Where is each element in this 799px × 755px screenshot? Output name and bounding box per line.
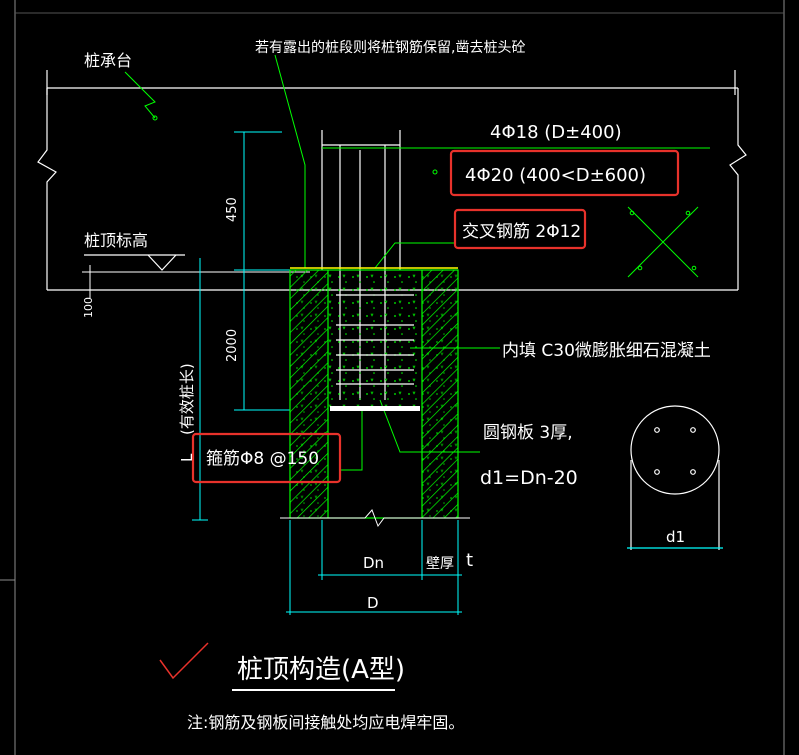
Dn-label: Dn (363, 554, 384, 572)
cap-leader-dot (152, 115, 158, 121)
fill-concrete-label: 内填 C30微膨胀细石混凝土 (502, 341, 711, 361)
vertical-dimensions (192, 131, 290, 521)
highlight-cross-rebar (453, 208, 587, 250)
cross-rebar-label: 交叉钢筋 2Φ12 (462, 222, 581, 242)
d1-formula-label: d1=Dn-20 (480, 467, 578, 489)
L-label: L (178, 453, 196, 462)
check-mark-icon (159, 642, 209, 680)
D-label: D (367, 594, 379, 612)
d1-label: d1 (666, 528, 685, 546)
bottom-dimensions (286, 520, 462, 615)
t-label: t (466, 550, 473, 571)
pile-top-elevation-label: 桩顶标高 (84, 231, 148, 250)
cap-label: 桩承台 (84, 51, 132, 70)
pile-body (280, 267, 470, 528)
rebar-large-label: 4Φ20 (400<D±600) (465, 165, 646, 186)
highlight-rebar-large (449, 149, 680, 197)
highlight-boxes (191, 149, 680, 484)
drawing-title: 桩顶构造(A型) (237, 655, 405, 685)
dim-100-line (82, 265, 310, 298)
dim-100-label: 100 (82, 297, 95, 318)
stirrup-label: 箍筋Φ8 @150 (206, 449, 319, 469)
wall-thickness-label: 壁厚 (426, 556, 454, 572)
steel-plate-circle (627, 405, 723, 550)
dim-2000-label: 2000 (225, 329, 240, 362)
bottom-note: 注:钢筋及钢板间接触处均应电焊牢固。 (187, 713, 464, 732)
leader-lines (274, 54, 710, 471)
dim-450-label: 450 (225, 197, 240, 222)
steel-plate-label: 圆钢板 3厚, (483, 423, 573, 443)
pile-top-elevation-mark (84, 254, 185, 271)
highlight-stirrup (191, 432, 342, 484)
effective-length-label: (有效桩长) (178, 363, 196, 435)
top-note: 若有露出的桩段则将桩钢筋保留,凿去桩头砼 (255, 39, 525, 56)
cap-leader (124, 71, 156, 119)
leader-dot (432, 169, 438, 175)
rebar-small-label: 4Φ18 (D±400) (490, 122, 622, 143)
